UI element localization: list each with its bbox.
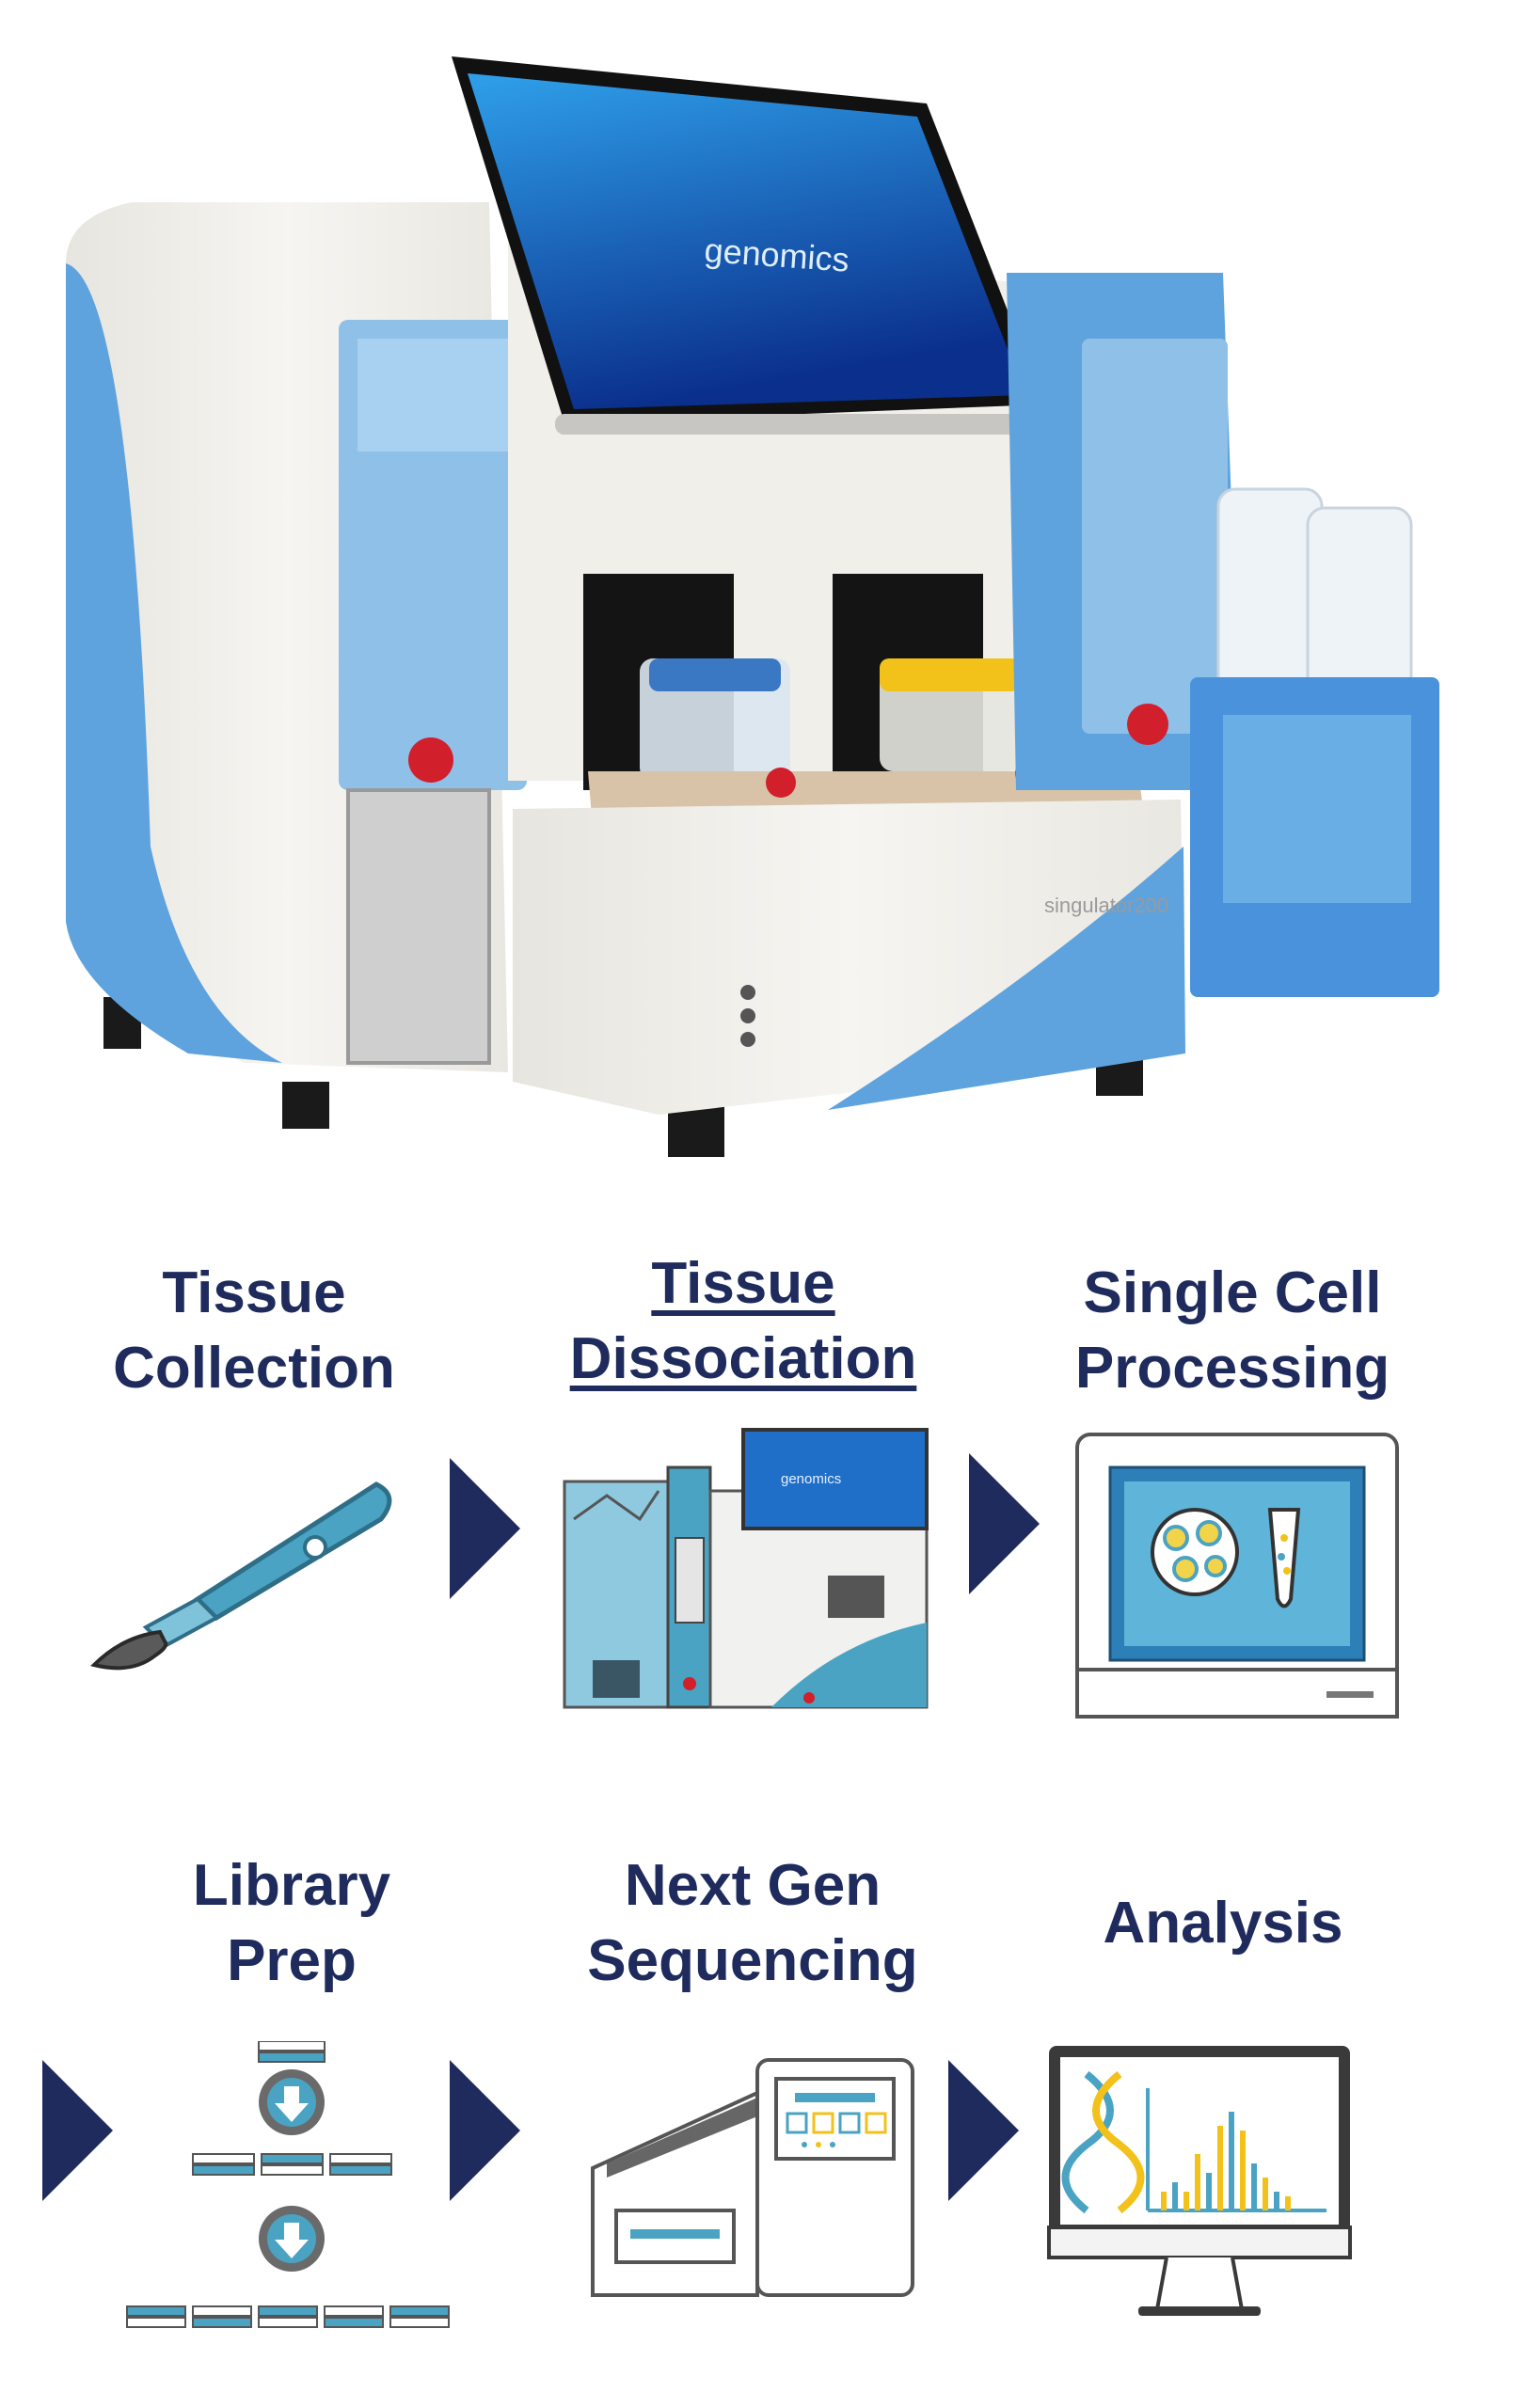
left-syringe-rails [346,788,491,1065]
arrow-right-icon [450,2060,520,2201]
step-label-analysis: Analysis [1103,1891,1343,1956]
foot [668,1105,724,1157]
vessel-cap-blue [649,658,781,691]
touchscreen [468,73,1025,409]
arrow-right-icon [969,1453,1040,1594]
tray-knob [766,768,796,798]
left-knob [408,737,453,783]
step-label-next-gen-sequencing: Next Gen Sequencing [587,1853,918,1993]
right-pump-module [1082,339,1228,734]
library-prep-icon [126,2041,450,2328]
step-label-single-cell-processing: Single Cell Processing [1074,1260,1390,1401]
pump-cover [357,339,508,452]
arrow-right-icon [42,2060,113,2201]
step-label-tissue-collection: Tissue Collection [113,1260,395,1401]
analysis-monitor-icon [1047,2046,1352,2316]
vessel-cap-yellow [880,658,1021,691]
status-light [740,1032,755,1047]
singulator-instrument-icon: genomics [563,1428,929,1709]
step-label-library-prep: Library Prep [192,1853,391,1993]
right-knob [1127,704,1168,745]
arrow-right-icon [450,1458,520,1599]
scalpel-icon [90,1481,392,1671]
screen-hinge [555,414,1054,435]
arrow-right-icon [948,2060,1019,2201]
bottle-holder-front [1223,715,1411,903]
left-blue-panel [66,263,282,1063]
cell-processing-monitor-icon [1075,1433,1399,1719]
instrument-photo: genomics singulator200 [66,56,1439,1157]
model-text: singulator200 [1044,894,1168,917]
status-light [740,1008,755,1023]
icon-screen-brand: genomics [781,1471,841,1487]
step-label-tissue-dissociation: Tissue Dissociation [569,1251,917,1391]
base-blue-swoosh [828,847,1185,1110]
foot [282,1082,329,1129]
sequencer-icon [591,2058,914,2297]
status-light [740,985,755,1000]
